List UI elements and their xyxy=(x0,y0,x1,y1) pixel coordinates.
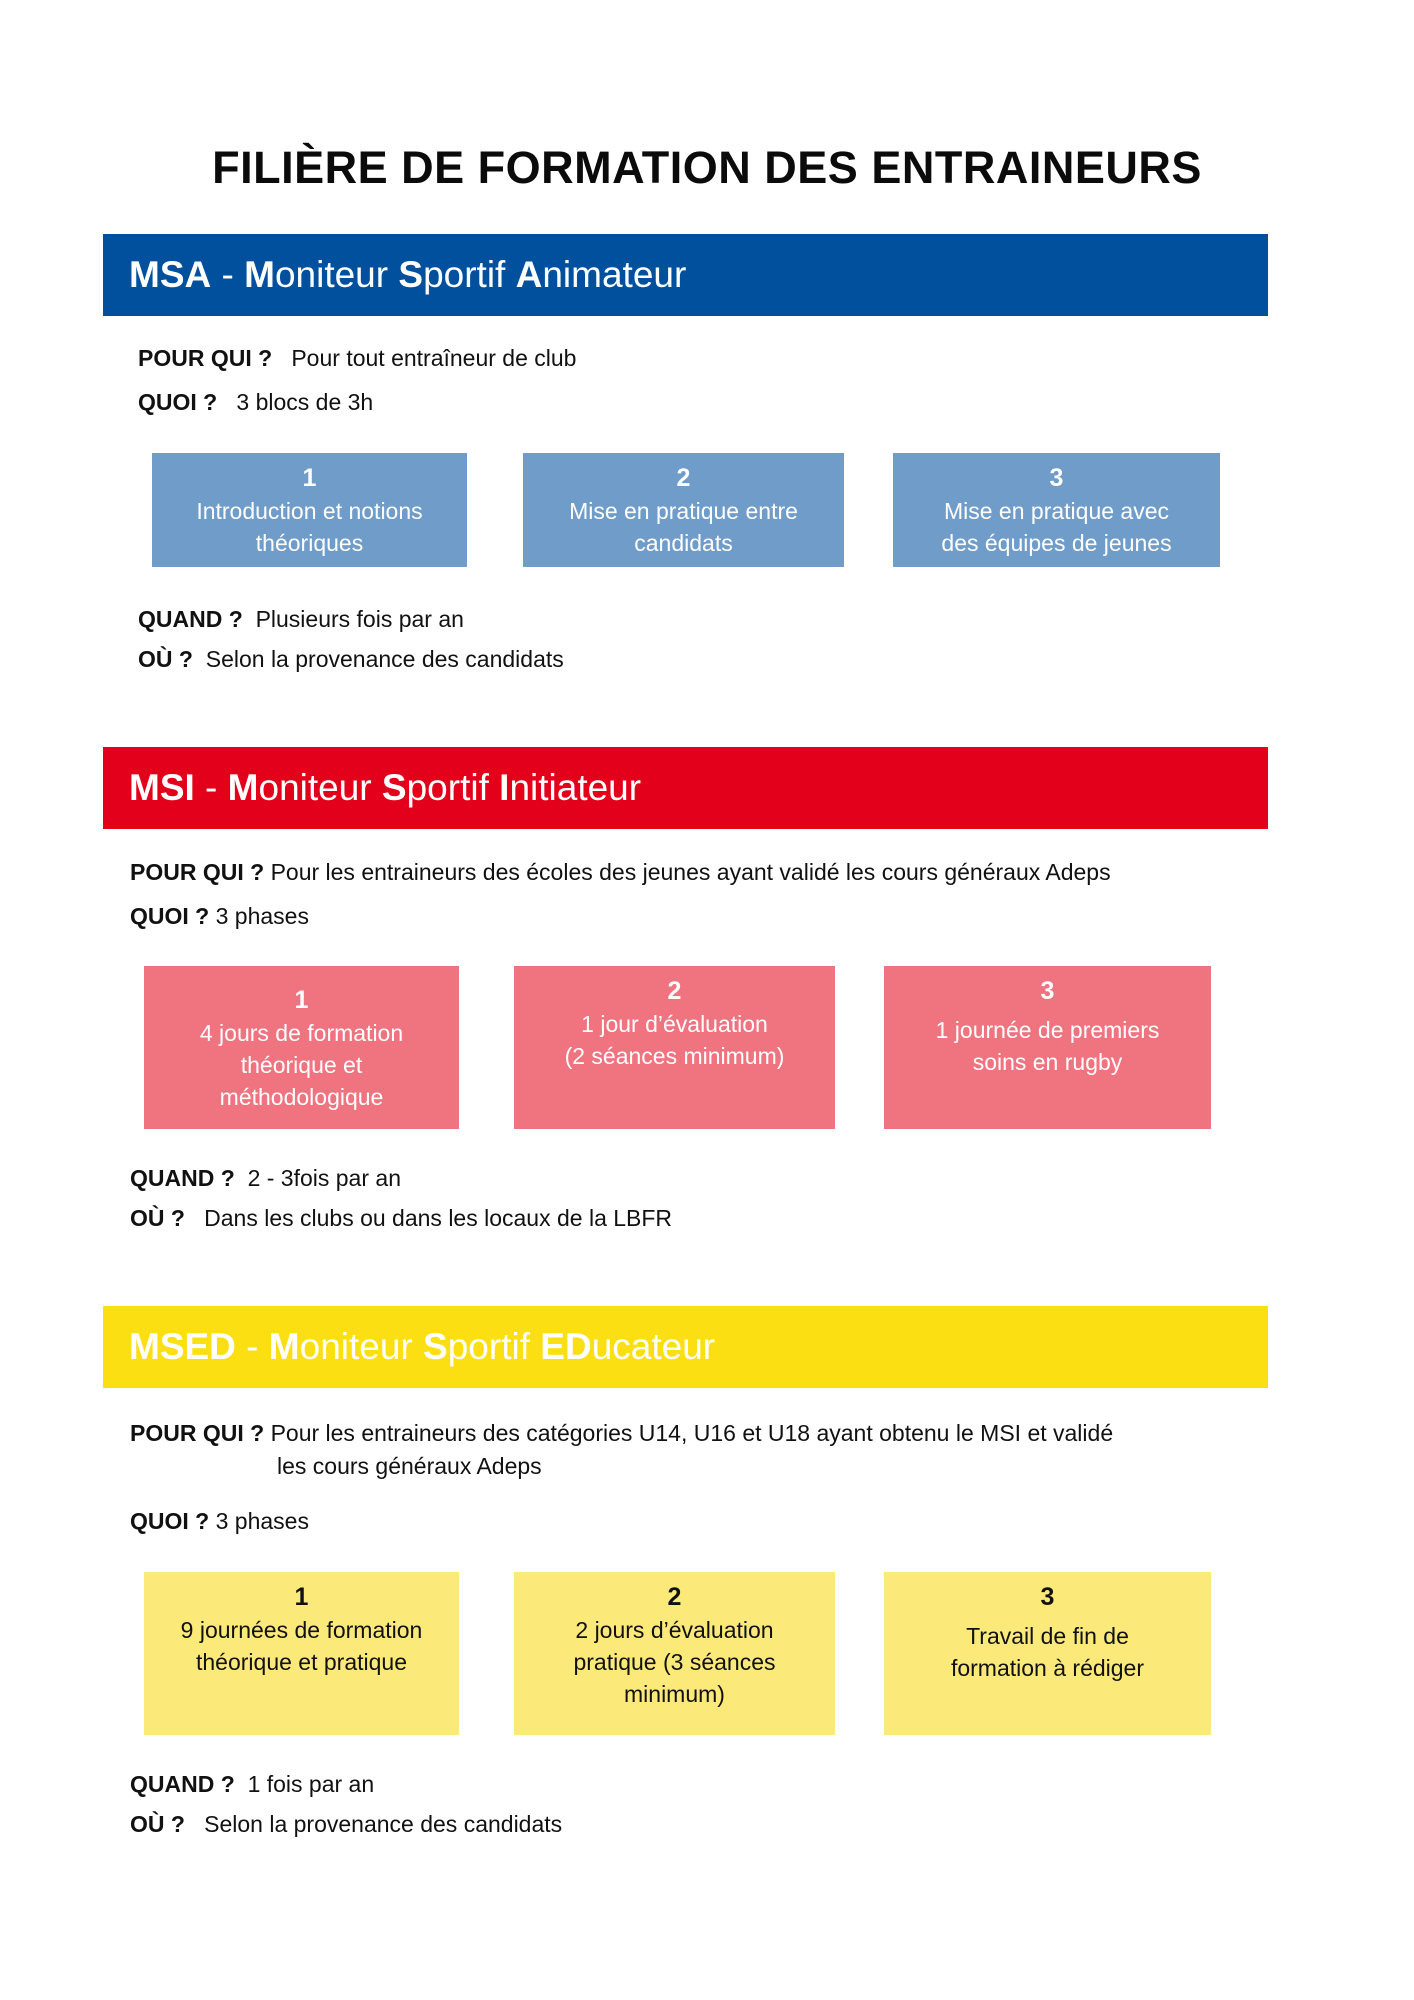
banner-part: M xyxy=(244,254,275,295)
msa-ou: OÙ ? Selon la provenance des candidats xyxy=(138,646,564,673)
pour-qui-label: POUR QUI ? xyxy=(130,859,265,885)
quand-value: Plusieurs fois par an xyxy=(255,606,464,632)
block-text: 1 journée de premiers soins en rugby xyxy=(935,1017,1160,1075)
block-number: 2 xyxy=(667,977,682,1005)
ou-value: Selon la provenance des candidats xyxy=(204,1811,563,1837)
quoi-value: 3 blocs de 3h xyxy=(236,389,374,415)
banner-part: oniteur xyxy=(274,254,399,295)
banner-part: portif xyxy=(447,1326,541,1367)
quoi-label: QUOI ? xyxy=(130,1508,210,1534)
block-number: 1 xyxy=(294,1583,309,1611)
banner-part: M xyxy=(268,1326,300,1367)
block-number: 1 xyxy=(294,985,309,1014)
banner-part: - xyxy=(194,767,228,808)
block-text: 9 journées de formation théorique et pra… xyxy=(180,1617,423,1675)
msa-block-2: 2 Mise en pratique entre candidats xyxy=(523,453,844,567)
page-title: FILIÈRE DE FORMATION DES ENTRAINEURS xyxy=(212,142,1202,193)
banner-part: oniteur xyxy=(299,1326,424,1367)
quoi-label: QUOI ? xyxy=(138,389,218,415)
block-number: 1 xyxy=(302,464,317,492)
block-text: 2 jours d’évaluation pratique (3 séances… xyxy=(573,1617,776,1707)
banner-part: portif xyxy=(423,254,516,295)
msi-pour-qui: POUR QUI ? Pour les entraineurs des écol… xyxy=(130,859,1111,886)
msed-block-2: 2 2 jours d’évaluation pratique (3 séanc… xyxy=(514,1572,835,1735)
pour-qui-value: Pour les entraineurs des catégories U14,… xyxy=(270,1420,1114,1446)
banner-part: ED xyxy=(540,1326,592,1367)
msed-quoi: QUOI ? 3 phases xyxy=(130,1508,309,1535)
msed-ou: OÙ ? Selon la provenance des candidats xyxy=(130,1811,562,1838)
msa-block-3: 3 Mise en pratique avec des équipes de j… xyxy=(893,453,1220,567)
quand-value: 2 - 3fois par an xyxy=(247,1165,401,1191)
banner-part: portif xyxy=(406,767,500,808)
banner-part: A xyxy=(515,254,543,295)
banner-part: ucateur xyxy=(591,1326,716,1367)
pour-qui-value: Pour les entraineurs des écoles des jeun… xyxy=(270,859,1111,885)
ou-label: OÙ ? xyxy=(138,646,193,672)
ou-label: OÙ ? xyxy=(130,1811,185,1837)
banner-part: oniteur xyxy=(258,767,382,808)
banner-part: M xyxy=(227,767,259,808)
msi-block-2: 2 1 jour d’évaluation (2 séances minimum… xyxy=(514,966,835,1129)
ou-label: OÙ ? xyxy=(130,1205,185,1231)
banner-part: S xyxy=(423,1326,448,1367)
quoi-value: 3 phases xyxy=(215,903,309,929)
block-text: 4 jours de formation théorique et méthod… xyxy=(199,1019,404,1110)
msed-pour-qui: POUR QUI ? Pour les entraineurs des caté… xyxy=(130,1420,1113,1447)
banner-part: MSI xyxy=(129,767,195,808)
banner-part: S xyxy=(381,767,407,808)
pour-qui-value-line2: les cours généraux Adeps xyxy=(277,1453,542,1479)
msi-block-1: 1 4 jours de formation théorique et méth… xyxy=(144,966,459,1129)
msa-quand: QUAND ? Plusieurs fois par an xyxy=(138,606,464,633)
block-number: 3 xyxy=(1040,1583,1055,1611)
pour-qui-label: POUR QUI ? xyxy=(130,1420,265,1446)
block-number: 3 xyxy=(1040,977,1055,1005)
banner-part: MSED xyxy=(129,1326,236,1367)
block-text: Introduction et notions théoriques xyxy=(196,498,423,556)
banner-part: I xyxy=(499,767,510,808)
block-number: 3 xyxy=(1049,464,1064,492)
quand-label: QUAND ? xyxy=(130,1771,235,1797)
msi-quoi: QUOI ? 3 phases xyxy=(130,903,309,930)
block-text: Mise en pratique avec des équipes de jeu… xyxy=(941,498,1172,556)
banner-part: MSA xyxy=(129,254,212,295)
msed-block-3: 3 Travail de fin de formation à rédiger xyxy=(884,1572,1211,1735)
quoi-value: 3 phases xyxy=(215,1508,309,1534)
msi-quand: QUAND ? 2 - 3fois par an xyxy=(130,1165,401,1192)
block-text: 1 jour d’évaluation (2 séances minimum) xyxy=(564,1011,785,1069)
pour-qui-value: Pour tout entraîneur de club xyxy=(291,345,577,371)
quand-value: 1 fois par an xyxy=(247,1771,375,1797)
banner-part: nimateur xyxy=(542,254,687,295)
banner-part: nitiateur xyxy=(509,767,642,808)
block-number: 2 xyxy=(667,1583,682,1611)
msi-ou: OÙ ? Dans les clubs ou dans les locaux d… xyxy=(130,1205,672,1232)
msa-pour-qui: POUR QUI ? Pour tout entraîneur de club xyxy=(138,345,576,372)
msi-block-3: 3 1 journée de premiers soins en rugby xyxy=(884,966,1211,1129)
quoi-label: QUOI ? xyxy=(130,903,210,929)
block-text: Travail de fin de formation à rédiger xyxy=(950,1623,1145,1681)
quand-label: QUAND ? xyxy=(138,606,243,632)
msed-block-1: 1 9 journées de formation théorique et p… xyxy=(144,1572,459,1735)
block-text: Mise en pratique entre candidats xyxy=(569,498,798,556)
quand-label: QUAND ? xyxy=(130,1165,235,1191)
banner-part: S xyxy=(398,254,424,295)
msa-quoi: QUOI ? 3 blocs de 3h xyxy=(138,389,373,416)
msa-block-1: 1 Introduction et notions théoriques xyxy=(152,453,467,567)
ou-value: Dans les clubs ou dans les locaux de la … xyxy=(204,1205,673,1231)
banner-part: - xyxy=(211,254,245,295)
ou-value: Selon la provenance des candidats xyxy=(205,646,564,672)
pour-qui-label: POUR QUI ? xyxy=(138,345,273,371)
msed-quand: QUAND ? 1 fois par an xyxy=(130,1771,374,1798)
block-number: 2 xyxy=(676,464,691,492)
msed-pour-qui-line2: les cours généraux Adeps xyxy=(277,1453,542,1480)
banner-part: - xyxy=(235,1326,269,1367)
